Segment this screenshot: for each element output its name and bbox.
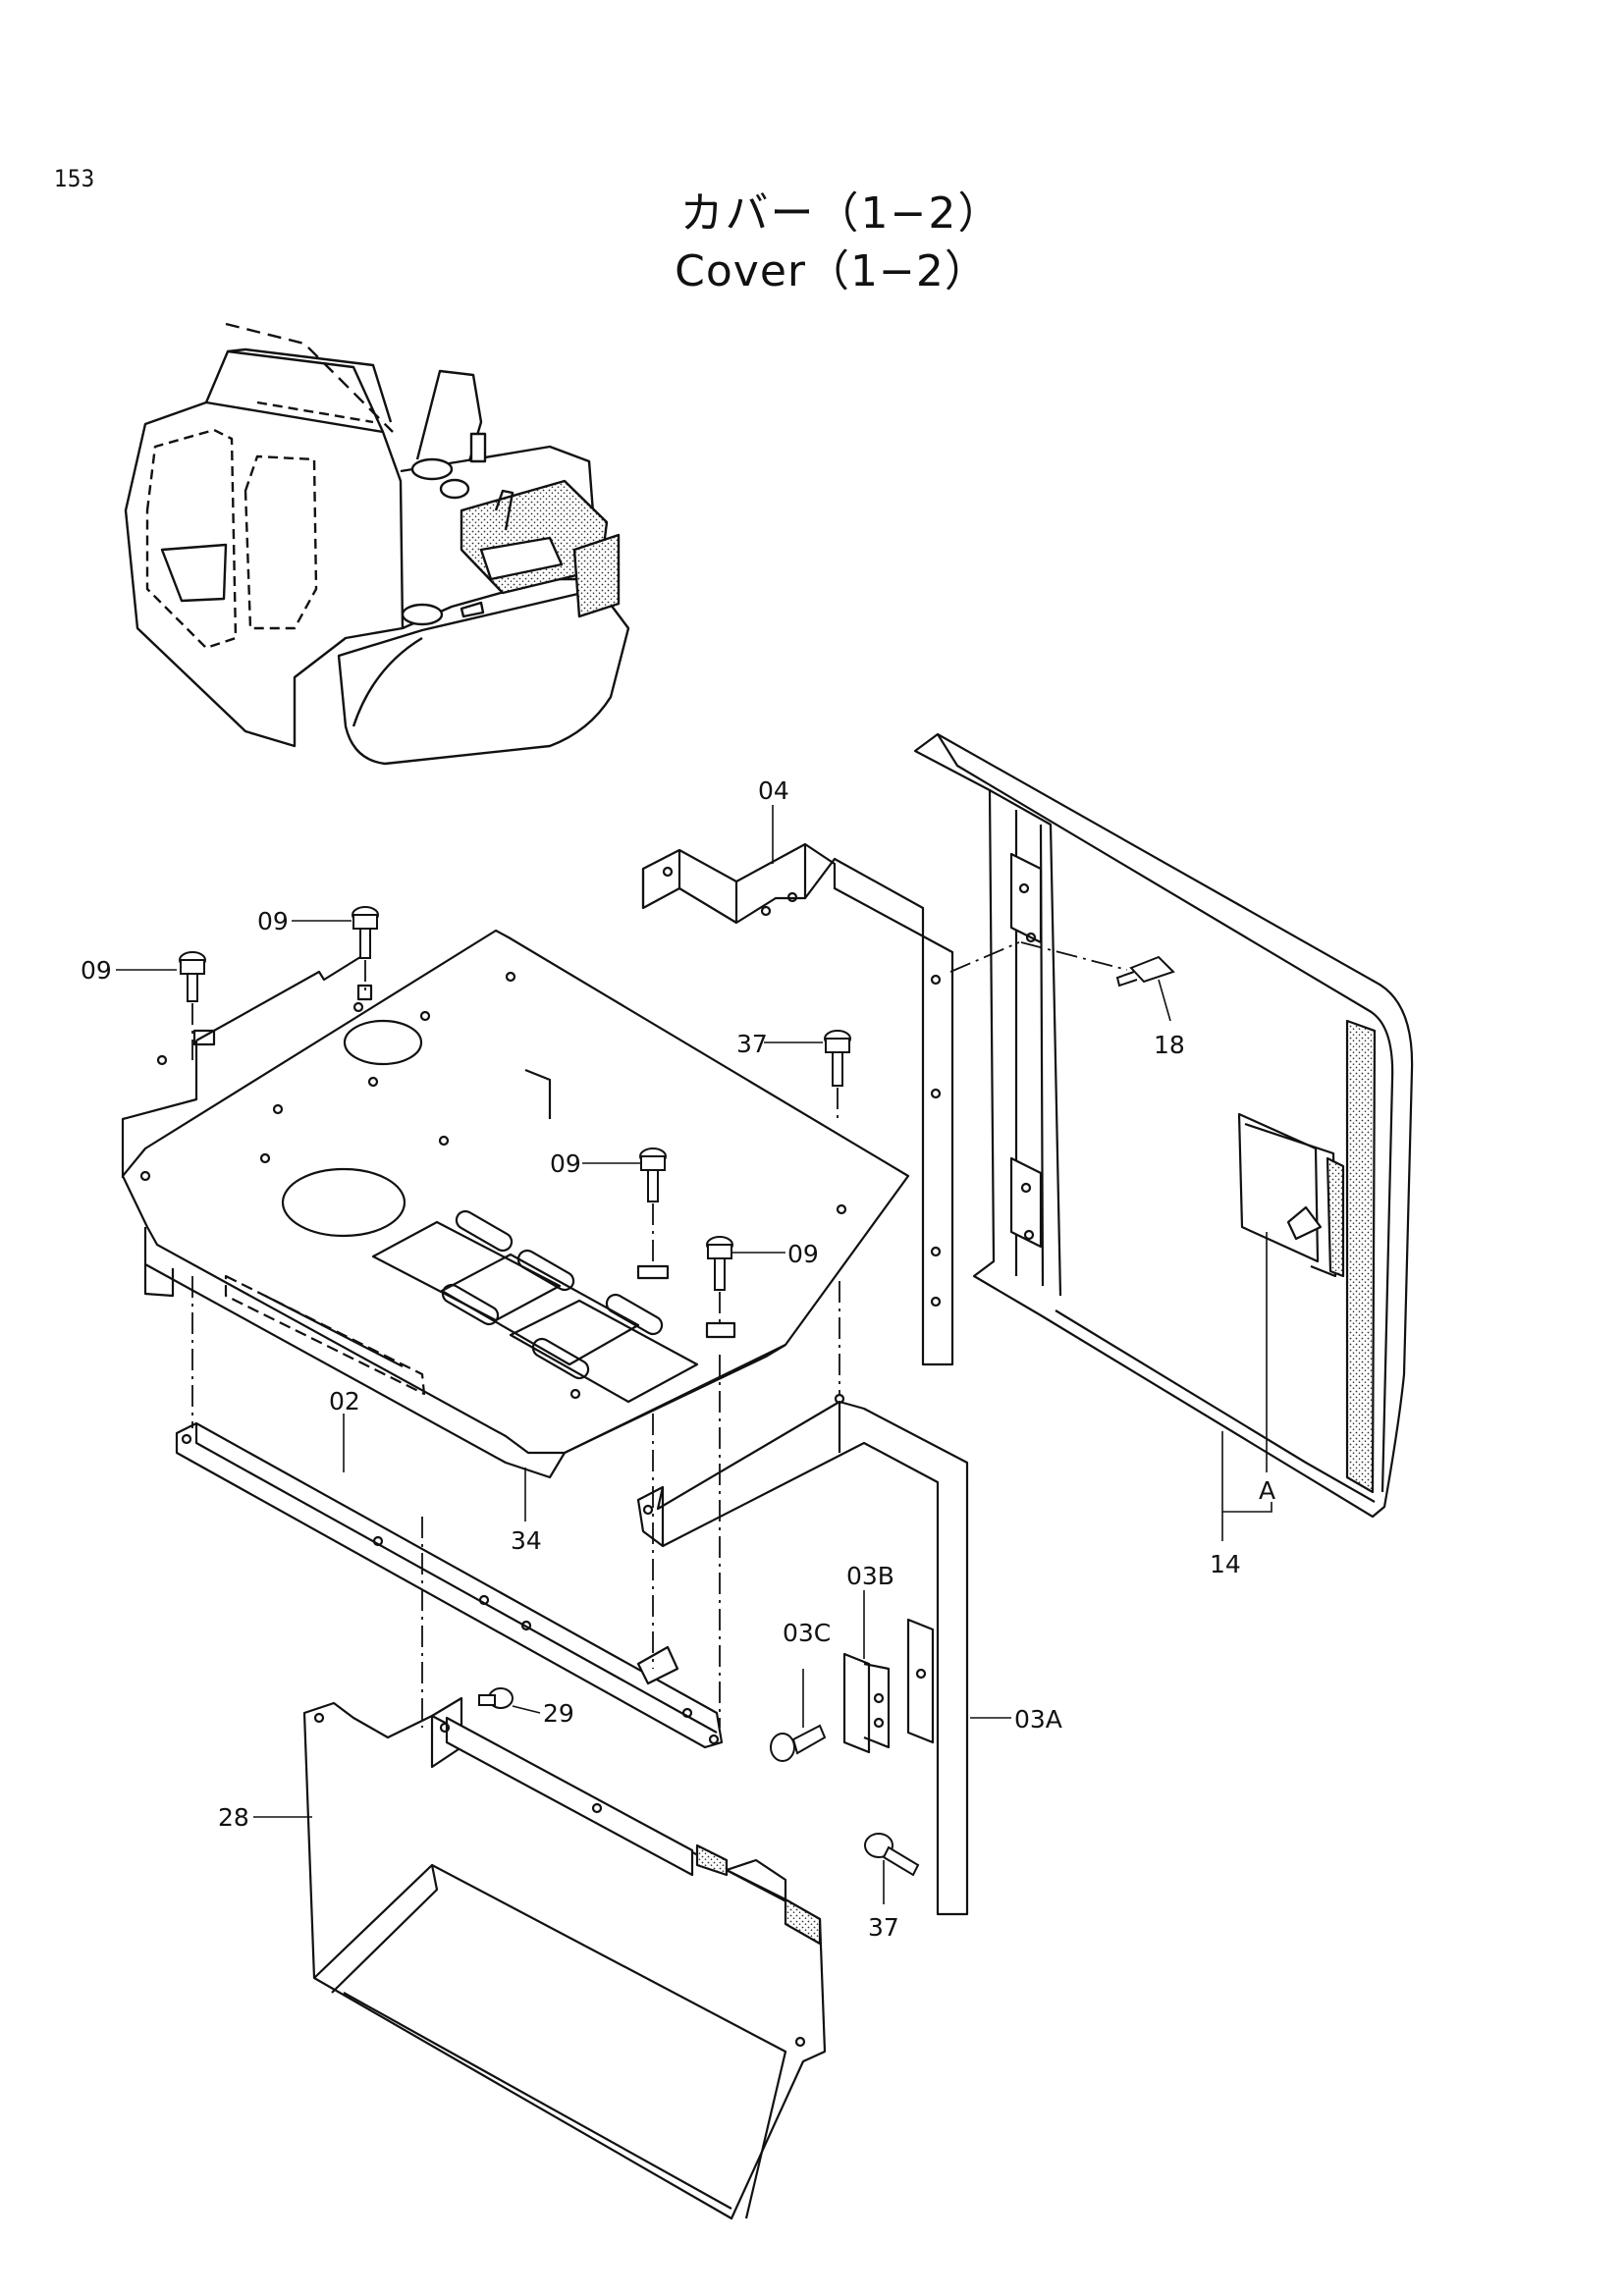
machine-overview [124, 322, 630, 766]
bracket-03A [636, 1393, 969, 1916]
callout-09-a: 09 [81, 956, 112, 985]
bracket-04 [641, 842, 954, 1366]
callout-18: 18 [1154, 1031, 1185, 1059]
callout-37-a: 37 [736, 1030, 768, 1058]
bolt-37-b-icon [864, 1833, 920, 1877]
bolt-09-b-icon [352, 906, 379, 959]
bolt-09-c-icon [639, 1148, 667, 1202]
bolt-37-a-icon [824, 1030, 851, 1087]
page-number: 153 [54, 165, 95, 192]
bolts [179, 906, 1175, 1877]
callout-04: 04 [758, 776, 789, 805]
bolt-09-a-icon [179, 951, 206, 1002]
title-japanese: カバー（1−2） [679, 188, 1003, 239]
callout-09-d: 09 [787, 1240, 819, 1268]
bolt-18-icon [1115, 955, 1175, 988]
side-cover-14 [913, 732, 1414, 1519]
title-english: Cover（1−2） [675, 246, 989, 296]
callout-34: 34 [511, 1526, 542, 1555]
callout-09-c: 09 [550, 1149, 581, 1178]
leader-lines [116, 805, 1272, 1904]
page-title: カバー（1−2） Cover（1−2） [0, 185, 1624, 300]
bolt-09-d-icon [706, 1236, 733, 1291]
bolt-29-icon [478, 1687, 514, 1709]
bolt-03C-icon [770, 1724, 827, 1762]
callout-02: 02 [329, 1387, 360, 1415]
callout-37-b: 37 [868, 1913, 899, 1942]
callout-03B: 03B [846, 1562, 894, 1590]
cover-28 [302, 1696, 827, 2220]
alignment-lines [191, 941, 1128, 1728]
stay-02 [175, 1421, 724, 1749]
callout-09-b: 09 [257, 907, 289, 935]
callout-29: 29 [543, 1699, 574, 1728]
floor-plate [121, 929, 910, 1479]
callout-labels: 04 09 09 37 18 09 09 02 34 03B 03C 03A 2… [81, 776, 1275, 1942]
callout-14: 14 [1210, 1550, 1241, 1578]
callout-03A: 03A [1014, 1705, 1062, 1734]
callout-A: A [1259, 1476, 1275, 1505]
callout-03C: 03C [783, 1619, 831, 1647]
callout-28: 28 [218, 1803, 249, 1832]
